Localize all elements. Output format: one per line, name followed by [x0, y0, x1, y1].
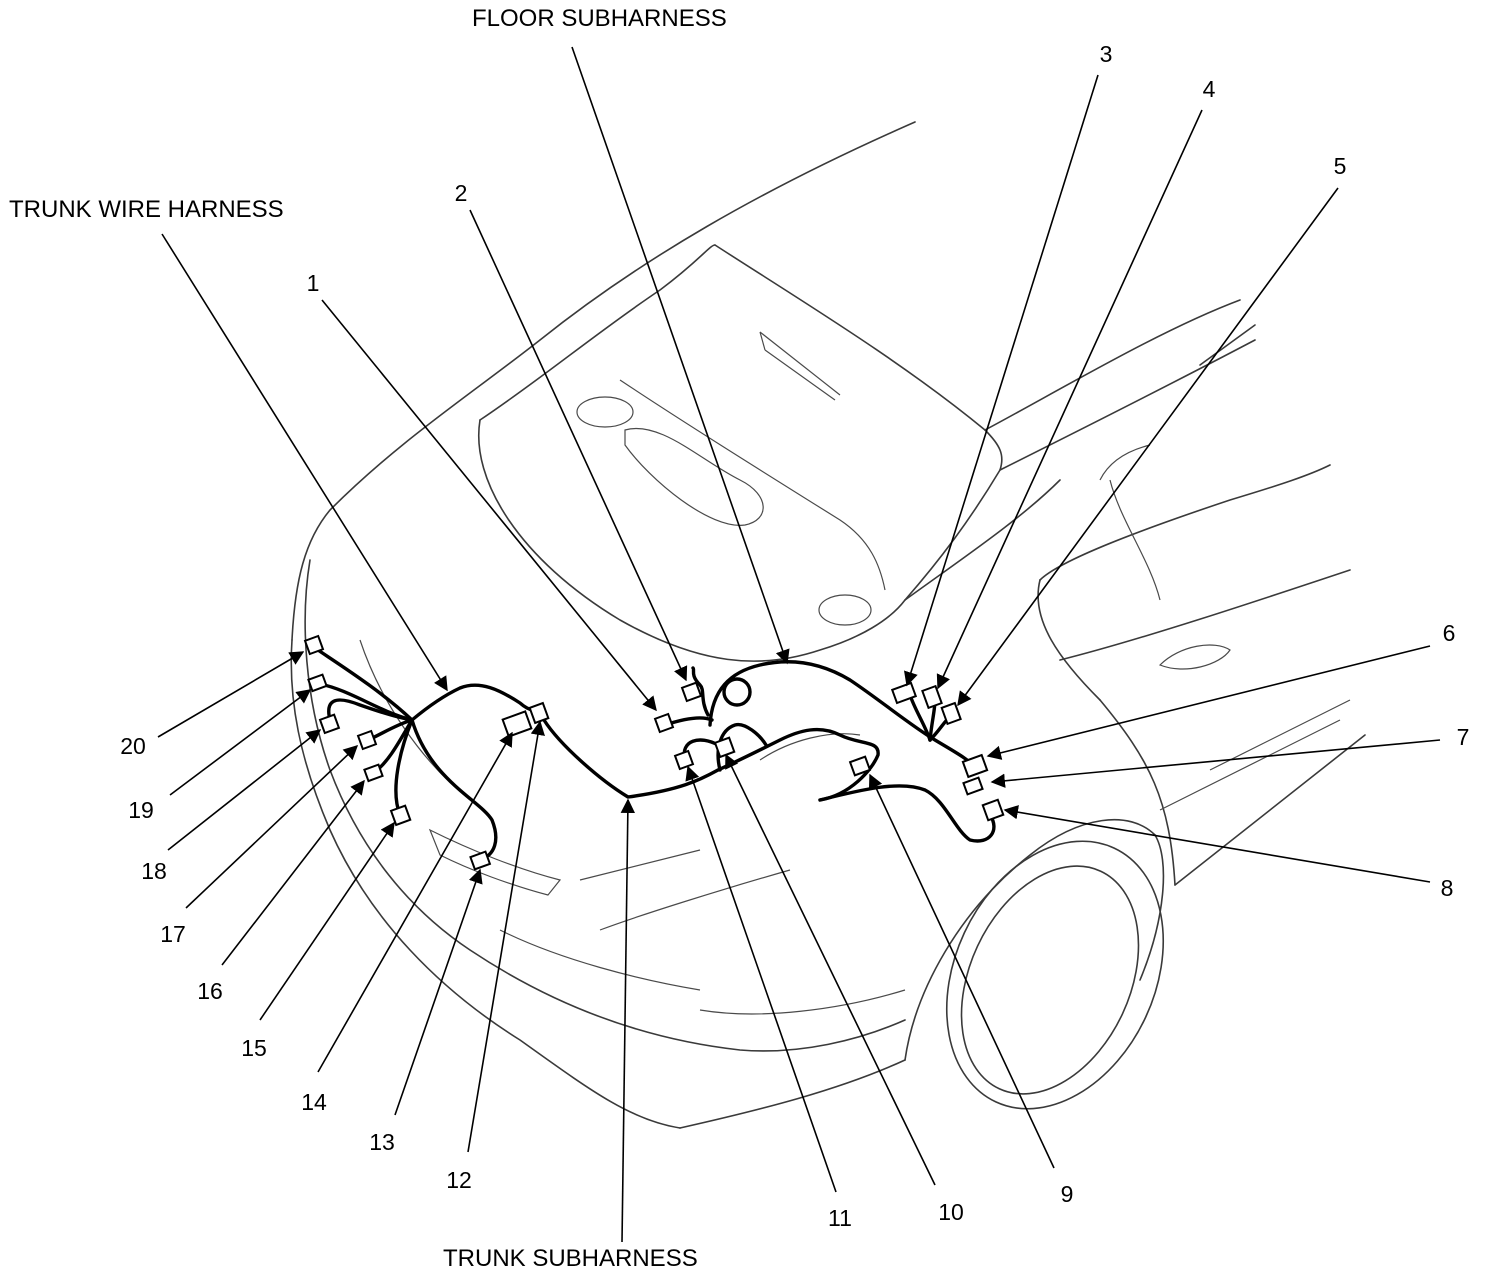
callout-18: 18 — [141, 858, 167, 884]
callout-15: 15 — [241, 1035, 267, 1061]
callout-5: 5 — [1334, 153, 1347, 179]
callout-17: 17 — [160, 921, 186, 947]
callout-16: 16 — [197, 978, 223, 1004]
callout-4: 4 — [1203, 76, 1216, 102]
callout-2: 2 — [455, 180, 468, 206]
callout-19: 19 — [128, 797, 154, 823]
callout-10: 10 — [938, 1199, 964, 1225]
callout-3: 3 — [1100, 41, 1113, 67]
label-floor-subharness: FLOOR SUBHARNESS — [472, 5, 727, 32]
callout-14: 14 — [301, 1089, 327, 1115]
leader-lines — [157, 46, 1441, 1243]
harness-routing — [313, 646, 996, 862]
label-trunk-wire-harness: TRUNK WIRE HARNESS — [9, 196, 284, 223]
callout-7: 7 — [1457, 724, 1470, 750]
callout-13: 13 — [369, 1129, 395, 1155]
callout-6: 6 — [1443, 620, 1456, 646]
labels: FLOOR SUBHARNESS TRUNK WIRE HARNESS TRUN… — [9, 5, 1469, 1272]
car-body-outline — [290, 121, 1366, 1129]
callout-11: 11 — [828, 1205, 852, 1231]
callout-20: 20 — [120, 733, 146, 759]
callout-9: 9 — [1061, 1181, 1074, 1207]
callout-1: 1 — [307, 270, 320, 296]
callout-12: 12 — [446, 1167, 472, 1193]
label-trunk-subharness: TRUNK SUBHARNESS — [443, 1245, 698, 1272]
callout-8: 8 — [1441, 875, 1454, 901]
